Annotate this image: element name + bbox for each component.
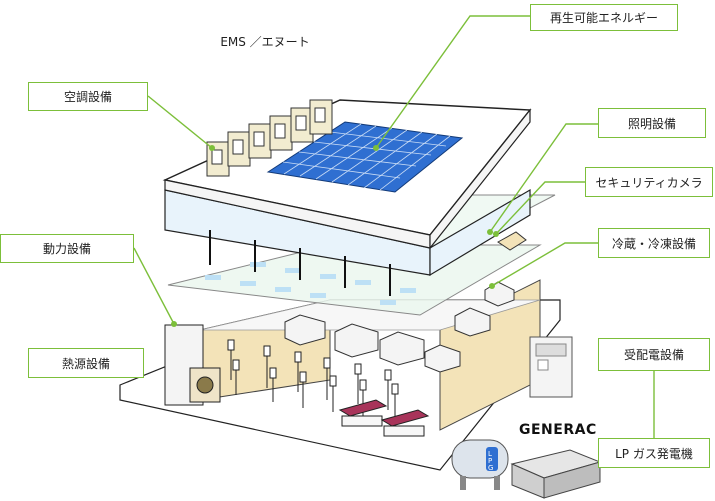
- renewable-energy-label: 再生可能エネルギー: [530, 4, 678, 31]
- heat-source-fan: [196, 376, 214, 394]
- hvac-outdoor-units: [206, 99, 333, 177]
- leader-dots: [171, 145, 499, 327]
- security-camera: [497, 231, 527, 251]
- heat-source-label: 熱源設備: [28, 348, 144, 378]
- energy-meters: [227, 339, 399, 420]
- light-fixtures-floor2: [205, 262, 416, 305]
- lp-gas-generator-label: LP ガス発電機: [598, 438, 710, 468]
- roof-edge-side: [429, 108, 531, 250]
- lp-gas-generator: [510, 449, 602, 499]
- ems-label: EMS ／エヌート: [220, 34, 310, 49]
- power-equipment-label: 動力設備: [0, 234, 134, 263]
- substation-cabinet: [529, 336, 573, 398]
- lpg-tank-mark: LPG: [488, 450, 494, 472]
- lighting-label: 照明設備: [598, 108, 706, 138]
- leader-lines: [133, 15, 655, 440]
- hvac-label: 空調設備: [28, 82, 148, 111]
- security-camera-label: セキュリティカメラ: [585, 167, 713, 197]
- showcase-units: [284, 281, 515, 373]
- substation-label: 受配電設備: [598, 338, 710, 371]
- store-awnings: [338, 399, 430, 437]
- window-mullions: [209, 230, 391, 296]
- generac-brand-text: GENERAC: [519, 422, 597, 438]
- refrigeration-label: 冷蔵・冷凍設備: [598, 228, 710, 258]
- solar-panel-array: [266, 121, 464, 193]
- lpg-tank: [451, 439, 509, 490]
